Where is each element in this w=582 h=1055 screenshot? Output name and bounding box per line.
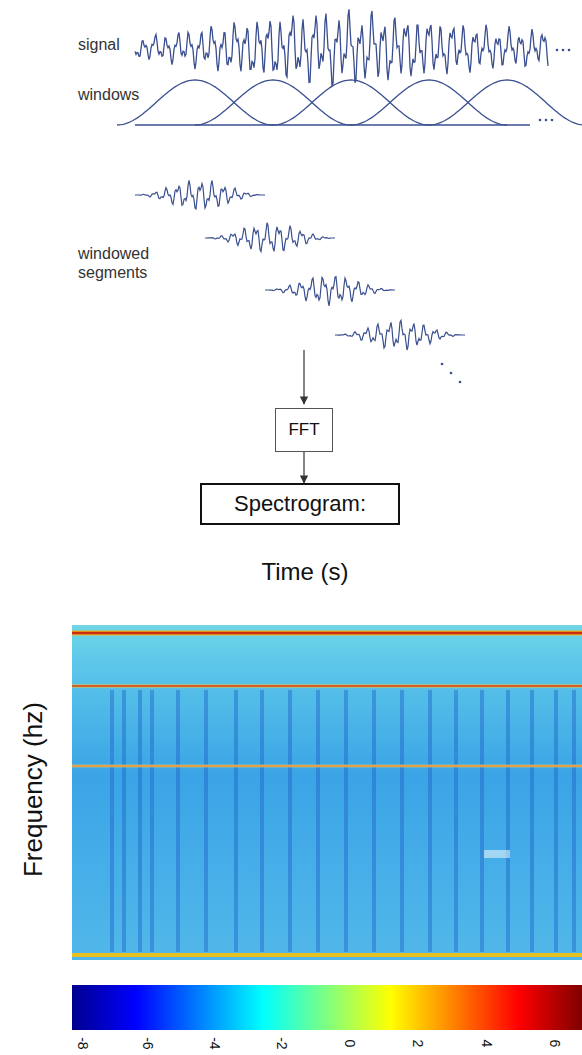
window-curve bbox=[195, 80, 351, 125]
segment-wave bbox=[335, 321, 465, 351]
axis-label: Frequency (hz) bbox=[17, 703, 48, 878]
text-label: Time (s) bbox=[261, 558, 348, 587]
segment-wave bbox=[135, 180, 265, 209]
window-curve bbox=[351, 80, 507, 125]
box-text: FFT bbox=[288, 420, 319, 440]
axis-label: -4 bbox=[206, 1037, 223, 1049]
axis-label: 2 bbox=[410, 1039, 427, 1047]
segment-wave bbox=[265, 277, 395, 306]
colorbar bbox=[72, 985, 582, 1030]
axis-label: -8 bbox=[74, 1037, 91, 1049]
signal-wave bbox=[135, 9, 548, 85]
segment-wave bbox=[205, 223, 335, 252]
text-label: signal bbox=[78, 35, 120, 54]
process-box: FFT bbox=[275, 408, 333, 452]
text-label: windowed segments bbox=[78, 244, 183, 282]
window-curve bbox=[273, 80, 429, 125]
axis-label: 4 bbox=[479, 1039, 496, 1047]
process-box: Spectrogram: bbox=[200, 483, 400, 525]
flow-arrow bbox=[303, 452, 304, 483]
window-curve bbox=[429, 80, 582, 125]
text-label: windows bbox=[78, 85, 139, 104]
axis-label: 0 bbox=[342, 1039, 359, 1047]
spectrogram-image bbox=[72, 625, 582, 960]
ellipsis bbox=[441, 49, 571, 384]
axis-label: -2 bbox=[273, 1037, 290, 1049]
windowed-segments bbox=[135, 180, 465, 350]
arrow-line bbox=[303, 350, 304, 404]
window-baseline bbox=[135, 124, 530, 125]
axis-label: -6 bbox=[139, 1037, 156, 1049]
window-curves bbox=[117, 80, 582, 125]
axis-label: 6 bbox=[547, 1039, 564, 1047]
box-text: Spectrogram: bbox=[234, 491, 366, 517]
window-curve bbox=[117, 80, 273, 125]
